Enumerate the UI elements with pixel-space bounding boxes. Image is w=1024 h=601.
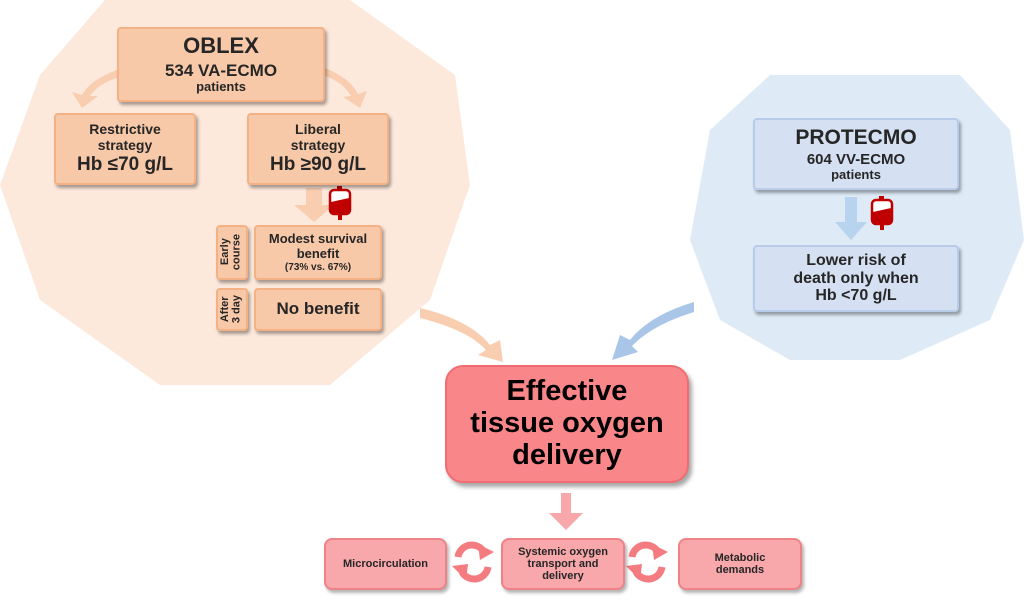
microcirculation-box: Microcirculation	[324, 538, 447, 590]
oblex-title-box: OBLEX 534 VA-ECMO patients	[117, 27, 325, 102]
arrow-protecmo-to-center	[612, 302, 694, 360]
early-result-box: Modest survival benefit (73% vs. 67%)	[254, 225, 382, 280]
arrow-to-restrictive	[72, 70, 117, 108]
after-3-day-label: After 3 day	[219, 295, 243, 324]
after-3-day-label-box: After 3 day	[216, 288, 248, 331]
late-label-line2: 3 day	[231, 295, 243, 324]
center-line3: delivery	[512, 438, 622, 471]
protecmo-result-box: Lower risk of death only when Hb <70 g/L	[753, 245, 959, 312]
late-result: No benefit	[276, 299, 360, 319]
oblex-patients: patients	[196, 79, 246, 95]
early-label-line2: course	[231, 234, 243, 271]
protecmo-cohort: 604 VV-ECMO	[806, 150, 906, 168]
arrow-oblex-to-center	[420, 308, 503, 362]
protecmo-title-box: PROTECMO 604 VV-ECMO patients	[753, 118, 959, 190]
early-result-detail: (73% vs. 67%)	[284, 261, 352, 273]
restrictive-threshold: Hb ≤70 g/L	[77, 153, 173, 175]
oblex-cohort: 534 VA-ECMO	[164, 60, 278, 80]
late-result-box: No benefit	[254, 288, 382, 331]
center-line2: tissue oxygen	[470, 407, 664, 440]
metabolic-line1: Metabolic	[714, 551, 766, 564]
metabolic-demands-box: Metabolic demands	[678, 538, 802, 590]
blood-bag-icon-oblex	[328, 186, 352, 220]
arrow-center-down	[549, 493, 583, 530]
liberal-strategy-box: Liberal strategy Hb ≥90 g/L	[247, 113, 389, 185]
metabolic-line2: demands	[715, 564, 765, 576]
early-course-label: Early course	[219, 234, 243, 271]
microcirculation-label: Microcirculation	[343, 557, 428, 570]
liberal-label: Liberal	[295, 121, 341, 138]
blood-bag-icon-protecmo	[870, 196, 894, 230]
systemic-line1: Systemic oxygen	[518, 545, 608, 558]
systemic-line3: delivery	[542, 570, 584, 583]
protecmo-result-line2: death only when	[793, 269, 919, 287]
protecmo-result-line3: Hb <70 g/L	[815, 287, 897, 305]
systemic-line2: transport and	[527, 557, 599, 570]
liberal-threshold: Hb ≥90 g/L	[270, 153, 366, 175]
protecmo-result-line1: Lower risk of	[806, 252, 906, 270]
arrow-to-liberal	[325, 68, 367, 108]
effective-tissue-oxygen-delivery-box: Effective tissue oxygen delivery	[445, 365, 689, 483]
restrictive-strategy-box: Restrictive strategy Hb ≤70 g/L	[54, 113, 196, 185]
liberal-strategy-label: strategy	[290, 136, 346, 153]
arrow-liberal-down	[294, 188, 334, 222]
early-result-line1: Modest survival	[268, 231, 368, 247]
protecmo-patients: patients	[831, 167, 881, 183]
center-line1: Effective	[506, 375, 628, 408]
arrow-protecmo-down	[835, 197, 867, 240]
restrictive-label: Restrictive	[89, 121, 161, 138]
restrictive-strategy-label: strategy	[97, 136, 153, 153]
oblex-title: OBLEX	[183, 33, 259, 59]
systemic-oxygen-transport-box: Systemic oxygen transport and delivery	[501, 538, 625, 590]
early-result-line2: benefit	[296, 245, 340, 261]
early-course-label-box: Early course	[216, 225, 248, 280]
protecmo-title: PROTECMO	[795, 125, 917, 149]
